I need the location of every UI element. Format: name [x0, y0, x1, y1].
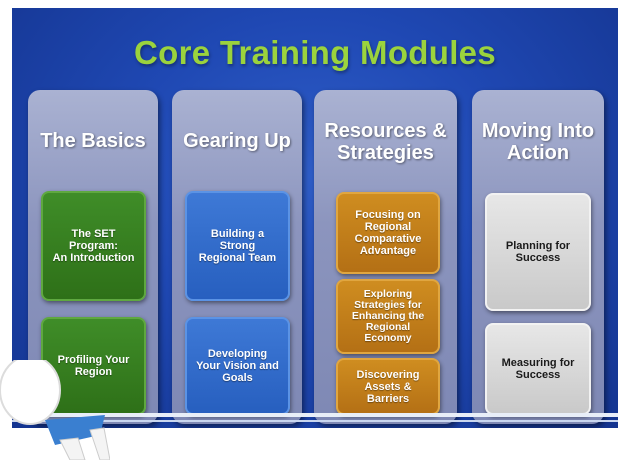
- module-box[interactable]: Exploring Strategies for Enhancing the R…: [336, 279, 440, 354]
- divider-line: [12, 413, 618, 417]
- slide: Core Training Modules The Basics The SET…: [12, 8, 618, 428]
- module-box[interactable]: The SET Program: An Introduction: [41, 191, 146, 301]
- module-box[interactable]: Focusing on Regional Comparative Advanta…: [336, 192, 440, 274]
- column-gearing-up: Gearing Up Building a Strong Regional Te…: [172, 90, 302, 424]
- module-box[interactable]: Building a Strong Regional Team: [185, 191, 290, 301]
- module-box[interactable]: Measuring for Success: [485, 323, 591, 415]
- column-the-basics: The Basics The SET Program: An Introduct…: [28, 90, 158, 424]
- column-resources-strategies: Resources & Strategies Focusing on Regio…: [314, 90, 457, 424]
- person-figure-icon: [0, 360, 110, 460]
- divider-line: [12, 420, 618, 422]
- slide-title: Core Training Modules: [133, 34, 496, 71]
- module-box[interactable]: Planning for Success: [485, 193, 591, 311]
- module-box[interactable]: Developing Your Vision and Goals: [185, 317, 290, 415]
- column-title: Gearing Up: [183, 130, 291, 152]
- column-title: Moving Into Action: [481, 120, 595, 164]
- column-title: Resources & Strategies: [324, 120, 447, 164]
- module-box[interactable]: Discovering Assets & Barriers: [336, 358, 440, 415]
- column-title: The Basics: [40, 130, 146, 152]
- column-moving-into-action: Moving Into Action Planning for Success …: [472, 90, 604, 424]
